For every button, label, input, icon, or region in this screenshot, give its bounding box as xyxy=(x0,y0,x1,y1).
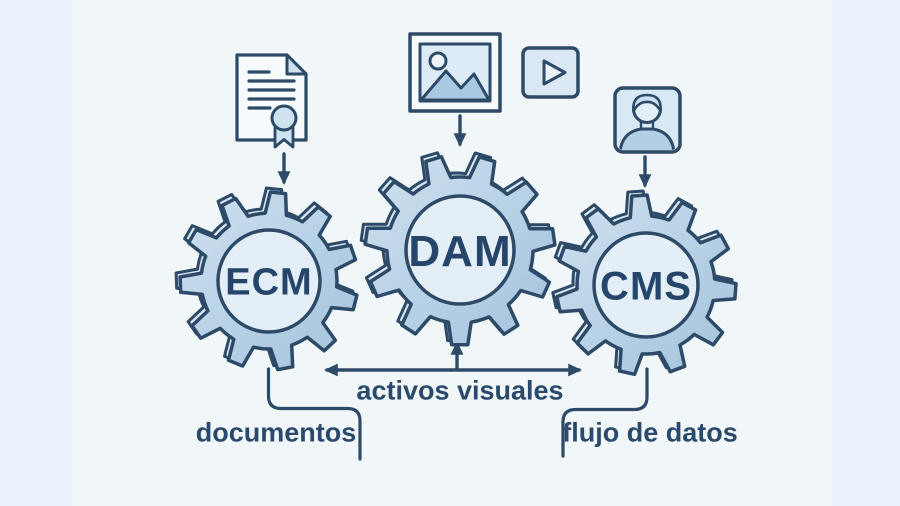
document-text-lines xyxy=(247,70,296,110)
data-flow-caption: flujo de datos xyxy=(562,417,738,448)
gear-ecm xyxy=(174,186,359,372)
person-shoulders xyxy=(618,127,676,150)
gear-cms-label: CMS xyxy=(600,264,692,309)
right-margin-bar xyxy=(832,0,900,506)
data-flow-bracket xyxy=(561,367,649,458)
person-hair xyxy=(632,93,662,113)
gear-cms xyxy=(551,189,738,377)
left-margin-bar xyxy=(0,0,72,506)
document-certificate-icon xyxy=(235,53,308,149)
image-icon xyxy=(408,32,502,113)
documents-caption: documentos xyxy=(195,417,357,448)
person-avatar-icon xyxy=(613,86,682,154)
gear-dam xyxy=(359,151,557,347)
documents-bracket xyxy=(266,367,362,461)
seal-circle xyxy=(270,104,298,132)
play-triangle xyxy=(542,59,567,86)
gear-ecm-hub xyxy=(216,228,322,334)
gear-dam-hub xyxy=(404,194,516,306)
caption-brackets xyxy=(266,367,649,461)
video-icon xyxy=(521,46,580,99)
sun-circle xyxy=(428,51,448,71)
gear-cms-hub xyxy=(592,231,700,339)
connector-arrows xyxy=(277,114,652,377)
visual-assets-caption: activos visuales xyxy=(356,375,564,406)
mountains-shape xyxy=(419,69,491,102)
gear-dam-label: DAM xyxy=(408,227,512,276)
gear-ecm-label: ECM xyxy=(225,261,313,304)
